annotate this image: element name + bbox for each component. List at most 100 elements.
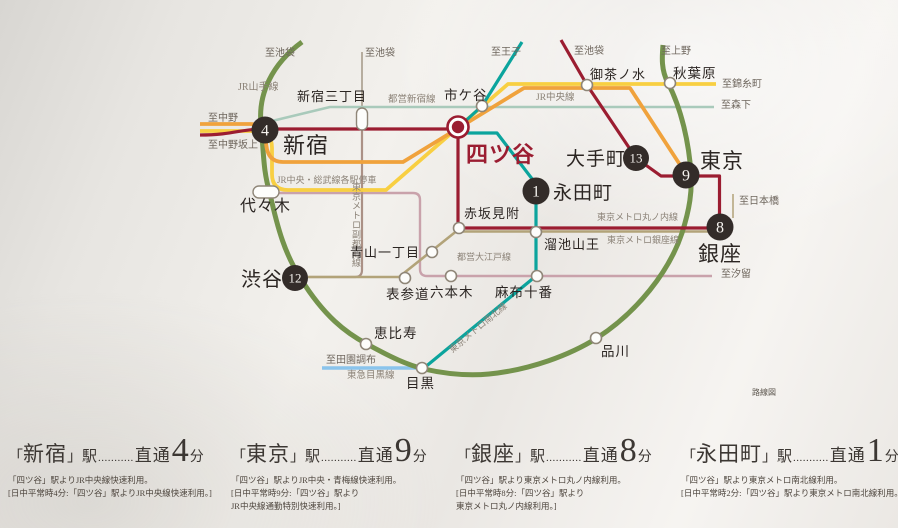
line-name-label: 都営新宿線	[388, 93, 436, 105]
station-marker	[444, 269, 458, 283]
station-label: 新宿三丁目	[297, 89, 367, 104]
station-marker	[580, 78, 594, 92]
minutes-unit: 分	[884, 450, 898, 465]
station-ebisu: 恵比寿	[359, 325, 418, 351]
route-notes: 「四ツ谷」駅よりJR中央・青梅線快速利用。 [日中平常時9分:「四ツ谷」駅より …	[231, 474, 427, 514]
station-marker	[672, 161, 700, 189]
station-label: 東京	[700, 149, 744, 173]
station-aoyama-itchome: 青山一丁目	[350, 245, 439, 260]
station-akasaka-mitsuke: 赤坂見附	[452, 206, 519, 235]
station-azabu-juban: 麻布十番	[495, 269, 552, 300]
station-marker	[398, 271, 412, 285]
minutes-unit: 分	[189, 450, 204, 465]
station-label: 市ケ谷	[444, 87, 488, 103]
access-label: 直通	[134, 446, 171, 465]
station-suffix: 駅	[777, 449, 793, 465]
station-label: 表参道	[386, 286, 430, 302]
station-marker	[529, 225, 543, 239]
bracket-close: 」	[290, 449, 306, 465]
station-minutes-number: 9	[682, 168, 690, 185]
station-suffix: 駅	[305, 449, 321, 465]
station-label: 渋谷	[241, 268, 283, 291]
dot-leader: ...........	[98, 452, 134, 464]
bracket-close: 」	[515, 449, 531, 465]
access-label: 直通	[357, 446, 394, 465]
station-marker	[359, 337, 373, 351]
station-suffix: 駅	[530, 449, 546, 465]
route-note: 「四ツ谷」駅よりJR中央・青梅線快速利用。	[231, 475, 402, 485]
station-label: 永田町	[553, 182, 613, 204]
station-nagatacho: 1 永田町	[522, 177, 613, 205]
access-label: 直通	[582, 446, 619, 465]
station-marker	[251, 116, 279, 144]
line-name-label: 東急目黒線	[347, 369, 395, 381]
direction-label: 至王子	[491, 46, 521, 58]
bracket-open: 「	[231, 449, 247, 465]
route-minutes: 4	[171, 432, 189, 469]
direction-label: 至日本橋	[739, 194, 779, 207]
station-roppongi: 六本木	[430, 269, 473, 300]
station-akihabara: 秋葉原	[663, 66, 716, 90]
station-minutes-number: 13	[630, 151, 643, 166]
route-note: JR中央線通勤特別快速利用。]	[231, 501, 341, 512]
route-note: 「四ツ谷」駅より東京メトロ丸ノ内線利用。	[456, 475, 626, 485]
bracket-open: 「	[8, 449, 24, 465]
route-minutes: 8	[619, 432, 637, 469]
station-marker	[415, 361, 429, 375]
station-shinagawa: 品川	[589, 331, 630, 359]
station-marker	[522, 177, 550, 205]
route-station-name: 永田町	[696, 442, 763, 466]
station-minutes-number: 1	[532, 184, 540, 201]
station-marker	[451, 120, 465, 134]
station-otemachi: 13 大手町	[566, 145, 649, 171]
route-note: 東京メトロ丸ノ内線利用。]	[456, 501, 557, 512]
line-name-label: 都営大江戸線	[457, 251, 511, 262]
station-yotsuya: 四ツ谷	[446, 115, 534, 167]
station-label: 品川	[601, 344, 630, 359]
station-meguro: 目黒	[406, 361, 434, 391]
line-name-label: JR山手線	[238, 80, 279, 93]
station-minutes-number: 4	[261, 123, 269, 140]
direction-label: 至田園調布	[326, 353, 376, 366]
direction-label: 至池袋	[574, 44, 604, 57]
station-label: 大手町	[566, 148, 626, 170]
route-note: [日中平常時2分:「四ツ谷」駅より東京メトロ南北線利用。]	[681, 488, 898, 499]
bracket-close: 」	[67, 449, 83, 465]
station-label: 御茶ノ水	[590, 67, 646, 82]
station-label: 溜池山王	[544, 237, 600, 252]
route-station-name: 銀座	[471, 442, 516, 466]
station-ichigaya: 市ケ谷	[444, 87, 489, 113]
station-marker	[282, 265, 308, 291]
station-label: 恵比寿	[374, 325, 418, 341]
station-marker	[425, 245, 439, 259]
line-name-label: 東京メトロ南北線	[447, 300, 509, 355]
line-name-label: JR中央・総武線各駅停車	[277, 174, 377, 185]
station-tameike-sanno: 溜池山王	[529, 225, 600, 252]
toei-oedo-line	[268, 191, 712, 278]
station-ochanomizu: 御茶ノ水	[580, 67, 646, 92]
direction-label: 至中野坂上	[208, 138, 258, 151]
route-note: 「四ツ谷」駅より東京メトロ南北線利用。	[681, 475, 843, 485]
route-note: [日中平常時4分:「四ツ谷」駅よりJR中央線快速利用。]	[8, 488, 212, 499]
station-label: 新宿	[283, 133, 329, 158]
route-minutes: 9	[394, 432, 412, 469]
station-tokyo: 9 東京	[672, 149, 744, 189]
station-marker	[663, 76, 677, 90]
route-note: [日中平常時9分:「四ツ谷」駅より	[231, 488, 360, 499]
route-map-canvas: 至池袋至池袋至池袋至王子至上野至中野至中野坂上至錦糸町至森下至日本橋至汐留至田園…	[199, 39, 779, 397]
route-minutes: 1	[866, 432, 884, 469]
access-label: 直通	[829, 446, 866, 465]
line-name-label: 東京メトロ丸ノ内線	[597, 211, 678, 222]
direction-label: 至錦糸町	[722, 77, 762, 90]
minutes-unit: 分	[412, 450, 427, 465]
station-marker	[475, 99, 489, 113]
bracket-close: 」	[762, 449, 778, 465]
station-label: 青山一丁目	[350, 245, 420, 260]
